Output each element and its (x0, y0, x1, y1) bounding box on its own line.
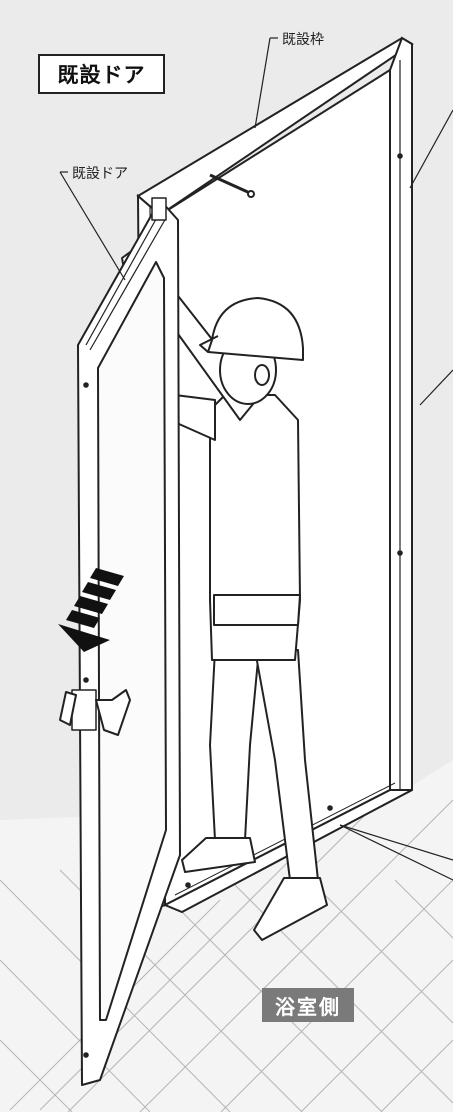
callout-existing-frame: 既設枠 (282, 29, 324, 49)
bathroom-side-label: 浴室側 (262, 988, 354, 1022)
title-label: 既設ドア (38, 54, 165, 94)
callout-existing-door: 既設ドア (72, 163, 128, 183)
